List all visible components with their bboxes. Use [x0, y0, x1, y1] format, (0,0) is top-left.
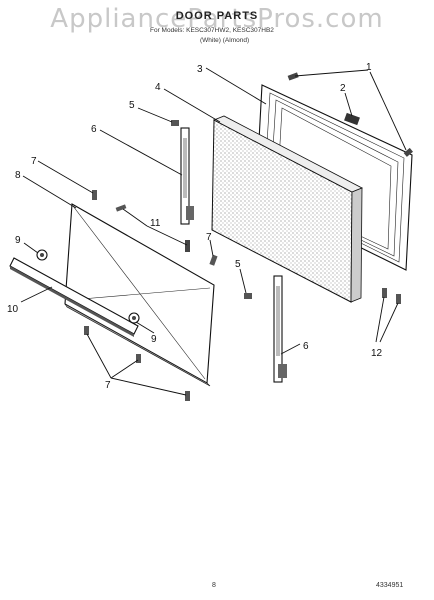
callout-6-top: 6 [91, 124, 97, 135]
screw-11a [115, 204, 127, 212]
callout-10: 10 [7, 304, 19, 315]
screw-7b [209, 254, 218, 266]
screw-12b [396, 294, 401, 304]
screw-1b [403, 147, 413, 157]
insulation [211, 115, 363, 303]
screw-1a [287, 72, 299, 81]
model-list: For Models: KESC307HW2, KESC307HB2 [150, 27, 274, 34]
callout-1: 1 [366, 62, 372, 73]
page-number: 8 [212, 582, 216, 589]
callout-9-right: 9 [151, 334, 157, 345]
screw-12a [382, 288, 387, 298]
screw-5b [244, 293, 252, 299]
callout-8: 8 [15, 170, 21, 181]
callout-3: 3 [197, 64, 203, 75]
handle-cap-a [36, 249, 48, 261]
callout-6-bottom: 6 [303, 341, 309, 352]
diagram-title: DOOR PARTS [175, 10, 259, 22]
handle-cap-b [128, 312, 140, 324]
hinge-right [273, 275, 287, 383]
screw-7e [185, 391, 190, 401]
rating-label [344, 112, 360, 126]
callout-7-bottom: 7 [105, 380, 111, 391]
callout-7-right: 7 [206, 232, 212, 243]
callout-5-bottom: 5 [235, 259, 241, 270]
callout-4: 4 [155, 82, 161, 93]
leader-lines [20, 67, 407, 396]
screw-7d [136, 354, 141, 363]
callout-9-left: 9 [15, 235, 21, 246]
callout-11: 11 [150, 218, 161, 229]
hinge-left [180, 127, 194, 225]
screw-5a [171, 120, 179, 126]
callout-7-top: 7 [31, 156, 37, 167]
door-handle [9, 257, 139, 337]
callout-2: 2 [340, 83, 346, 94]
watermark: AppliancePartsPros.com [50, 4, 384, 34]
screw-7a [92, 190, 97, 200]
color-list: (White) (Almond) [200, 37, 250, 44]
callout-12: 12 [371, 348, 383, 359]
document-part-number: 4334951 [376, 582, 404, 589]
outer-door-panel [64, 203, 215, 387]
screw-11b [185, 240, 190, 252]
screw-7c [84, 326, 89, 335]
callout-5-top: 5 [129, 100, 135, 111]
